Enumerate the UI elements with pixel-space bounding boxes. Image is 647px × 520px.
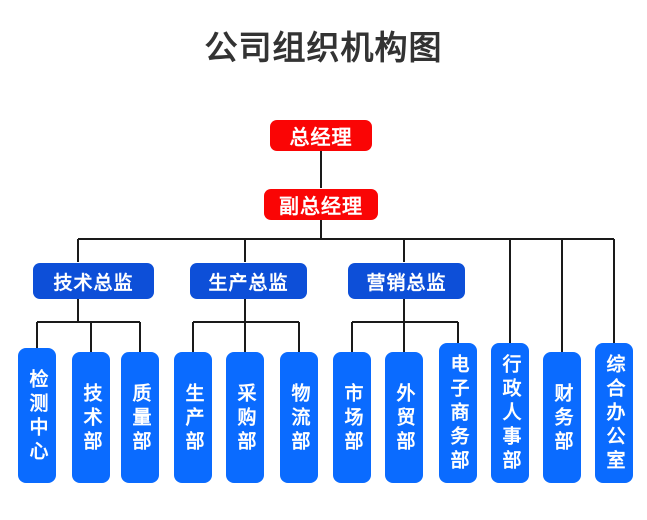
node-label: 检测中心 bbox=[26, 368, 49, 465]
node-label: 技术总监 bbox=[53, 271, 134, 294]
node-marketing-director[interactable]: 营销总监 bbox=[348, 263, 465, 299]
node-general-office[interactable]: 综合办公室 bbox=[595, 343, 633, 483]
node-label: 质量部 bbox=[129, 382, 152, 455]
node-label: 总经理 bbox=[289, 125, 353, 149]
node-hr-administration-department[interactable]: 行政人事部 bbox=[491, 343, 529, 483]
node-general-manager[interactable]: 总经理 bbox=[270, 120, 372, 151]
node-label: 市场部 bbox=[341, 382, 364, 455]
node-technology-department[interactable]: 技术部 bbox=[72, 352, 110, 483]
node-label: 营销总监 bbox=[366, 271, 447, 294]
page-title: 公司组织机构图 bbox=[204, 28, 443, 67]
node-label: 物流部 bbox=[288, 382, 311, 455]
node-logistics-department[interactable]: 物流部 bbox=[280, 352, 318, 483]
node-inspection-center[interactable]: 检测中心 bbox=[18, 348, 56, 483]
node-production-director[interactable]: 生产总监 bbox=[190, 263, 307, 299]
node-label: 生产部 bbox=[182, 382, 205, 455]
node-label: 副总经理 bbox=[279, 194, 363, 218]
node-market-department[interactable]: 市场部 bbox=[333, 352, 371, 483]
node-purchasing-department[interactable]: 采购部 bbox=[226, 352, 264, 483]
node-label: 综合办公室 bbox=[603, 354, 626, 474]
node-label: 行政人事部 bbox=[499, 354, 522, 474]
node-quality-department[interactable]: 质量部 bbox=[121, 352, 159, 483]
node-technical-director[interactable]: 技术总监 bbox=[33, 263, 154, 299]
node-deputy-general-manager[interactable]: 副总经理 bbox=[264, 189, 378, 220]
node-label: 电子商务部 bbox=[447, 354, 470, 474]
node-production-department[interactable]: 生产部 bbox=[174, 352, 212, 483]
node-label: 采购部 bbox=[234, 382, 257, 455]
node-foreign-trade-department[interactable]: 外贸部 bbox=[385, 352, 423, 483]
node-ecommerce-department[interactable]: 电子商务部 bbox=[439, 343, 477, 483]
node-label: 外贸部 bbox=[393, 382, 416, 455]
node-finance-department[interactable]: 财务部 bbox=[543, 352, 581, 483]
node-label: 财务部 bbox=[551, 382, 574, 455]
node-label: 技术部 bbox=[80, 382, 103, 455]
node-label: 生产总监 bbox=[208, 271, 289, 294]
